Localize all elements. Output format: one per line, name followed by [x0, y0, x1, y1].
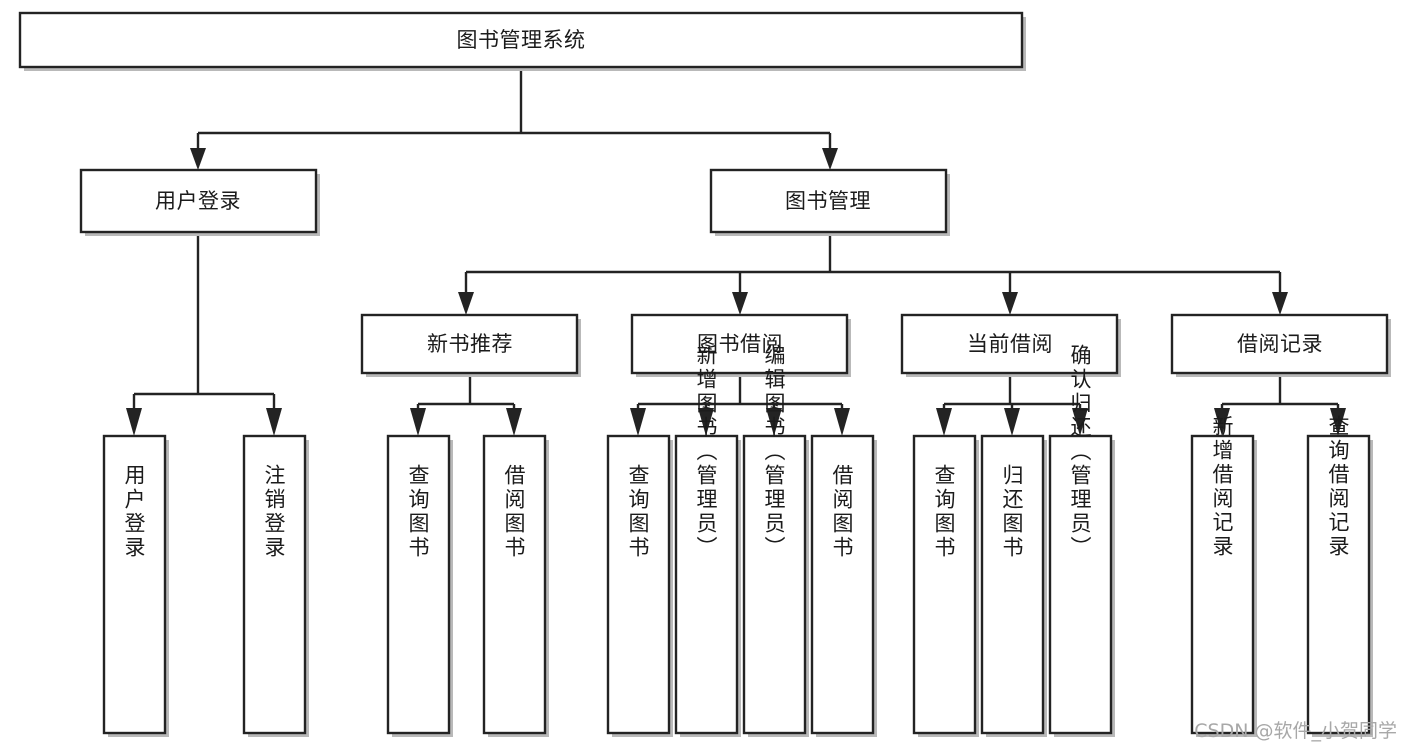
current-borrow-label: 当前借阅 — [967, 332, 1053, 356]
leaf-currentborrow-return-label: 归还图书 — [1000, 464, 1024, 560]
node-borrow-record[interactable]: 借阅记录 — [1170, 313, 1391, 377]
leaf-bookborrow-edit[interactable]: 编辑图书（管理员） — [742, 344, 809, 737]
leaf-bookborrow-borrow[interactable]: 借阅图书 — [810, 434, 877, 737]
arrow-to-book-borrow — [732, 292, 748, 315]
book-manage-box — [709, 168, 948, 234]
arrow-bookborrow-leaf-1 — [630, 408, 646, 436]
book-borrow-label: 图书借阅 — [697, 332, 783, 356]
arrow-currentborrow-leaf-1 — [936, 408, 952, 436]
leaf-borrowrecord-query-box — [1306, 434, 1371, 735]
leaf-logout-box — [242, 434, 307, 735]
leaf-newbook-borrow-box — [482, 434, 547, 735]
leaf-bookborrow-query[interactable]: 查询图书 — [606, 434, 673, 737]
leaf-currentborrow-return-box — [980, 434, 1045, 735]
current-borrow-box — [900, 313, 1119, 375]
leaf-bookborrow-edit-label: 编辑图书（管理员） — [762, 344, 786, 560]
csdn-watermark: CSDN @软件_小贺同学 — [1194, 720, 1397, 742]
arrow-to-new-book — [458, 292, 474, 315]
arrow-to-book-manage — [822, 148, 838, 170]
leaf-bookborrow-query-label: 查询图书 — [626, 464, 650, 560]
leaf-borrowrecord-add[interactable]: 新增借阅记录 — [1190, 415, 1257, 737]
arrow-leaf-logout — [266, 408, 282, 436]
connectors-layer — [126, 67, 1346, 436]
book-manage-label: 图书管理 — [785, 189, 871, 213]
leaf-newbook-query[interactable]: 查询图书 — [386, 434, 453, 737]
root-box — [18, 11, 1024, 69]
leaf-borrowrecord-query[interactable]: 查询借阅记录 — [1306, 415, 1373, 737]
leaf-bookborrow-query-box — [606, 434, 671, 735]
leaf-newbook-query-label: 查询图书 — [406, 464, 430, 560]
leaf-user-login[interactable]: 用户登录 — [102, 434, 169, 737]
arrow-bookborrow-leaf-2 — [698, 408, 714, 436]
borrow-record-box — [1170, 313, 1389, 375]
leaf-borrowrecord-query-label: 查询借阅记录 — [1326, 415, 1350, 559]
node-user-login[interactable]: 用户登录 — [79, 168, 320, 236]
leaf-currentborrow-confirm-label: 确认归还（管理员） — [1068, 344, 1092, 560]
leaf-currentborrow-query[interactable]: 查询图书 — [912, 434, 979, 737]
arrow-to-user-login — [190, 148, 206, 170]
node-root[interactable]: 图书管理系统 — [18, 11, 1026, 71]
leaf-bookborrow-add[interactable]: 新增图书（管理员） — [674, 344, 741, 737]
leaf-currentborrow-query-label: 查询图书 — [932, 464, 956, 560]
arrow-bookborrow-leaf-3 — [766, 408, 782, 436]
leaf-currentborrow-query-box — [912, 434, 977, 735]
new-book-label: 新书推荐 — [427, 332, 513, 356]
arrow-borrowrecord-leaf-1 — [1214, 408, 1230, 436]
user-login-box — [79, 168, 318, 234]
leaf-logout[interactable]: 注销登录 — [242, 434, 309, 737]
leaf-bookborrow-add-box — [674, 434, 739, 735]
node-new-book-recommend[interactable]: 新书推荐 — [360, 313, 581, 377]
leaf-borrowrecord-add-label: 新增借阅记录 — [1210, 415, 1234, 559]
node-book-manage[interactable]: 图书管理 — [709, 168, 950, 236]
leaf-currentborrow-confirm-box — [1048, 434, 1113, 735]
leaf-bookborrow-edit-box — [742, 434, 807, 735]
leaf-bookborrow-add-label: 新增图书（管理员） — [694, 344, 718, 560]
leaf-newbook-borrow[interactable]: 借阅图书 — [482, 434, 549, 737]
leaf-logout-label: 注销登录 — [262, 464, 286, 560]
arrow-to-current-borrow — [1002, 292, 1018, 315]
arrow-bookborrow-leaf-4 — [834, 408, 850, 436]
arrow-newbook-leaf-1 — [410, 408, 426, 436]
root-label: 图书管理系统 — [457, 28, 586, 52]
leaf-user-login-box — [102, 434, 167, 735]
book-borrow-box — [630, 313, 849, 375]
leaf-currentborrow-confirm[interactable]: 确认归还（管理员） — [1048, 344, 1115, 737]
arrow-to-borrow-record — [1272, 292, 1288, 315]
leaf-currentborrow-return[interactable]: 归还图书 — [980, 434, 1047, 737]
leaf-bookborrow-borrow-box — [810, 434, 875, 735]
arrow-borrowrecord-leaf-2 — [1330, 408, 1346, 436]
borrow-record-label: 借阅记录 — [1237, 332, 1323, 356]
arrow-newbook-leaf-2 — [506, 408, 522, 436]
arrow-leaf-user-login — [126, 408, 142, 436]
node-current-borrow[interactable]: 当前借阅 — [900, 313, 1121, 377]
leaf-bookborrow-borrow-label: 借阅图书 — [830, 464, 854, 560]
arrow-currentborrow-leaf-2 — [1004, 408, 1020, 436]
leaf-newbook-borrow-label: 借阅图书 — [502, 464, 526, 560]
node-book-borrow[interactable]: 图书借阅 — [630, 313, 851, 377]
new-book-box — [360, 313, 579, 375]
user-login-label: 用户登录 — [155, 189, 241, 213]
leaf-user-login-label: 用户登录 — [122, 464, 146, 560]
leaf-borrowrecord-add-box — [1190, 434, 1255, 735]
arrow-currentborrow-leaf-3 — [1072, 408, 1088, 436]
leaf-newbook-query-box — [386, 434, 451, 735]
